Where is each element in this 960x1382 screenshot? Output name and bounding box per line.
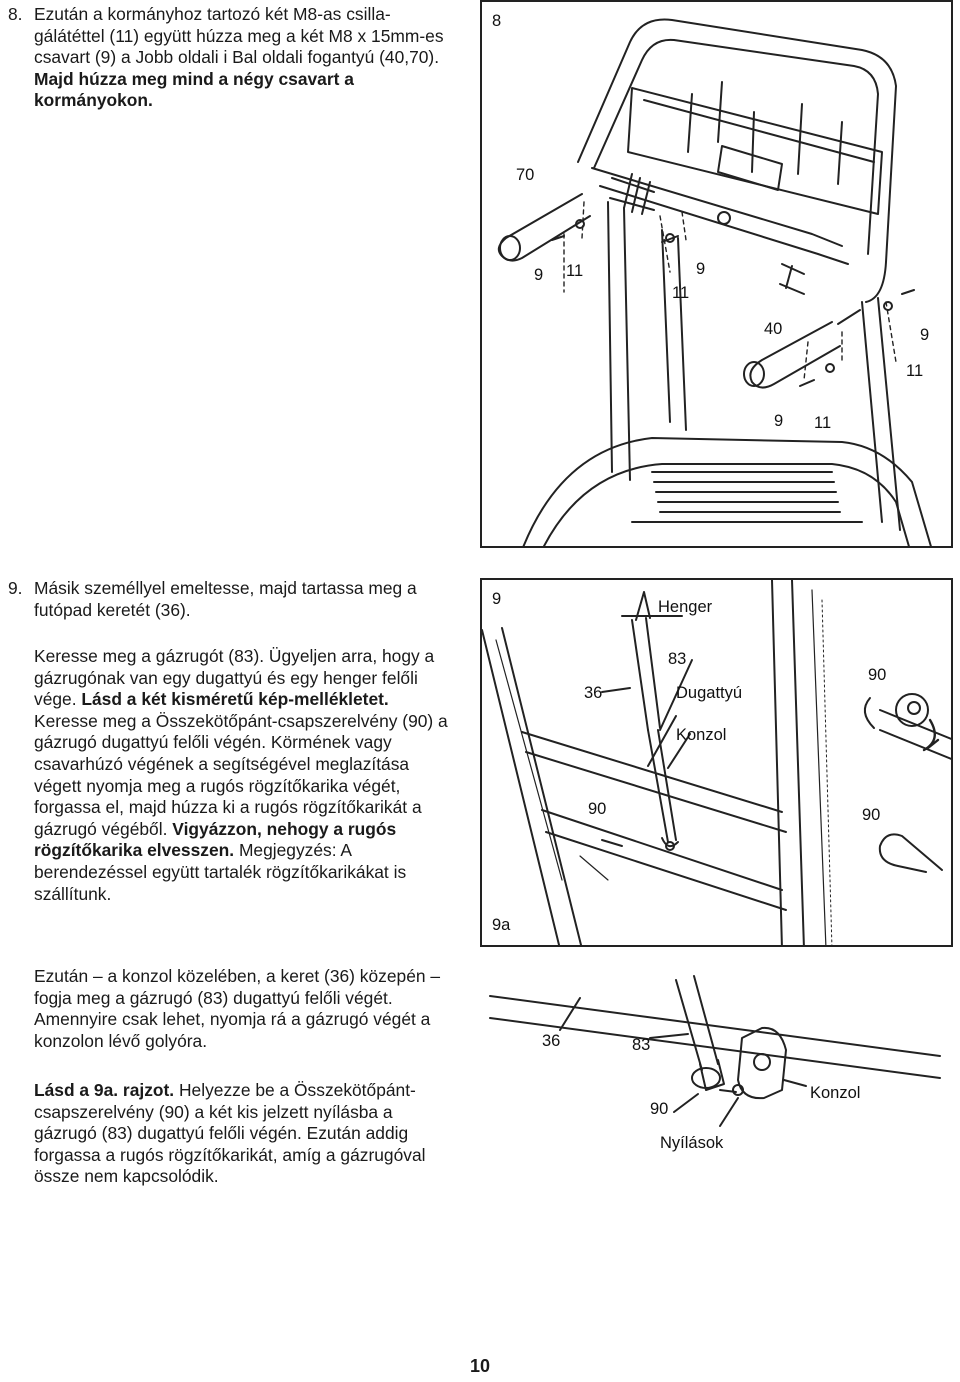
step-9-p1-a: Keresse meg a gázrugót (83). Ügyeljen ar… — [34, 646, 435, 710]
label-dugattyu: Dugattyú — [676, 684, 743, 702]
label-konzol-9a: Konzol — [810, 1084, 861, 1102]
step-9-p1-d: Vigyázzon, nehogy a rugós rögzítőkarika … — [34, 818, 397, 861]
label-9-bolt-lower: 9 — [774, 412, 784, 430]
step-9-p1-b: Lásd a két kisméretű kép-mellékletet. — [81, 689, 389, 710]
step-8-text-a: Ezután a kormányhoz tartozó két M8-as cs… — [34, 4, 444, 68]
step-9-p1-e: Megjegyzés: A berendezéssel együtt tarta… — [34, 840, 407, 904]
label-9-bolt-right: 9 — [920, 326, 930, 344]
label-36-9a: 36 — [542, 1032, 561, 1050]
step-9-p3-b: Helyezze be a Összekötőpánt-csapszerelvé… — [34, 1080, 426, 1187]
label-83-9a: 83 — [632, 1036, 651, 1054]
label-90-inset-bottom: 90 — [862, 806, 881, 824]
step-9-intro: Másik személlyel emeltesse, majd tartass… — [34, 578, 417, 620]
step-9-paragraph-3: Lásd a 9a. rajzot. Helyezze be a Összekö… — [34, 1080, 454, 1188]
figure-8-drawing — [497, 18, 932, 546]
step-9-p3-a: Lásd a 9a. rajzot. — [34, 1080, 175, 1100]
label-9-bolt-left: 9 — [534, 266, 544, 284]
step-8-number: 8. — [8, 4, 23, 24]
figure-8-number: 8 — [492, 12, 502, 30]
figure-9a-number: 9a — [492, 916, 511, 934]
label-36: 36 — [584, 684, 603, 702]
label-90-inset-top: 90 — [868, 666, 887, 684]
label-11-washer-right: 11 — [906, 362, 924, 380]
figure-9-gas-spring: 9 Henger 83 36 Dugattyú Konzol 90 90 90 … — [480, 578, 953, 947]
label-11-washer-left: 11 — [566, 262, 584, 280]
step-9-paragraph-1: Keresse meg a gázrugót (83). Ügyeljen ar… — [34, 646, 456, 905]
figure-9-drawing — [482, 580, 951, 945]
step-8-text-b: Majd húzza meg mind a négy csavart a kor… — [34, 68, 354, 111]
label-11-washer-center: 11 — [672, 284, 690, 302]
label-11-washer-lower: 11 — [814, 414, 832, 432]
step-9-number: 9. — [8, 578, 23, 598]
label-70: 70 — [516, 166, 535, 184]
step-8-text: Ezután a kormányhoz tartozó két M8-as cs… — [34, 4, 454, 112]
page-number: 10 — [469, 1356, 491, 1376]
label-90-9a: 90 — [650, 1100, 669, 1118]
label-nyilasok: Nyílások — [660, 1134, 724, 1152]
step-9-paragraph-2: Ezután – a konzol közelében, a keret (36… — [34, 966, 441, 1051]
figure-9-number: 9 — [492, 590, 502, 608]
figure-8-handlebar-assembly: 8 70 9 11 9 11 40 9 11 9 11 — [480, 0, 953, 548]
label-konzol: Konzol — [676, 726, 727, 744]
label-83: 83 — [668, 650, 687, 668]
figure-9a-pin-insertion: 36 83 Konzol 90 Nyílások — [480, 960, 953, 1190]
label-henger: Henger — [658, 598, 713, 616]
figure-9a-drawing — [489, 975, 941, 1127]
label-9-bolt-center: 9 — [696, 260, 706, 278]
label-90-center: 90 — [588, 800, 607, 818]
label-40: 40 — [764, 320, 783, 338]
step-9-p1-c: Keresse meg a Összekötőpánt-csapszerelvé… — [34, 710, 448, 839]
